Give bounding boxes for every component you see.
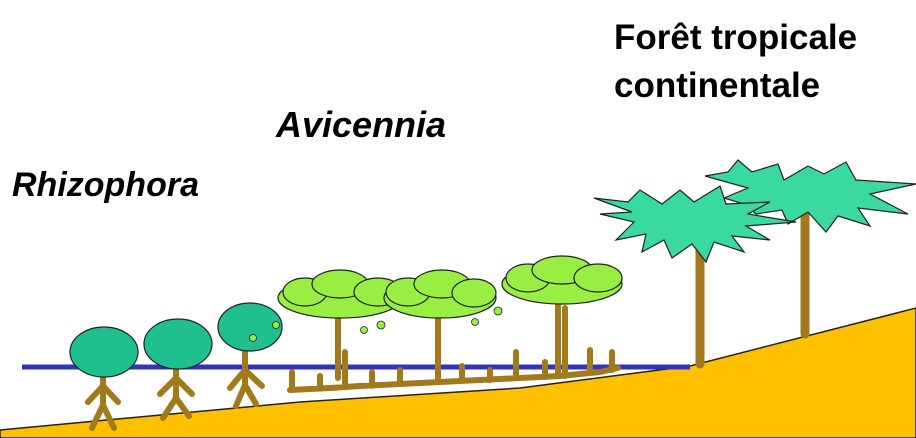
rhizophora-tree [70,327,138,428]
avicennia-canopy [278,270,402,318]
foret-label: Forêt tropicale continentale [614,14,857,110]
avicennia-canopy [502,256,622,304]
rhizophora-tree [218,303,282,406]
foret-label-line2: continentale [614,62,857,110]
ground-slope [0,308,916,438]
avicennia-label: Avicennia [276,104,446,146]
avicennia-canopy [384,270,496,318]
rhizophora-label: Rhizophora [12,166,199,205]
foret-label-line1: Forêt tropicale [614,14,857,62]
